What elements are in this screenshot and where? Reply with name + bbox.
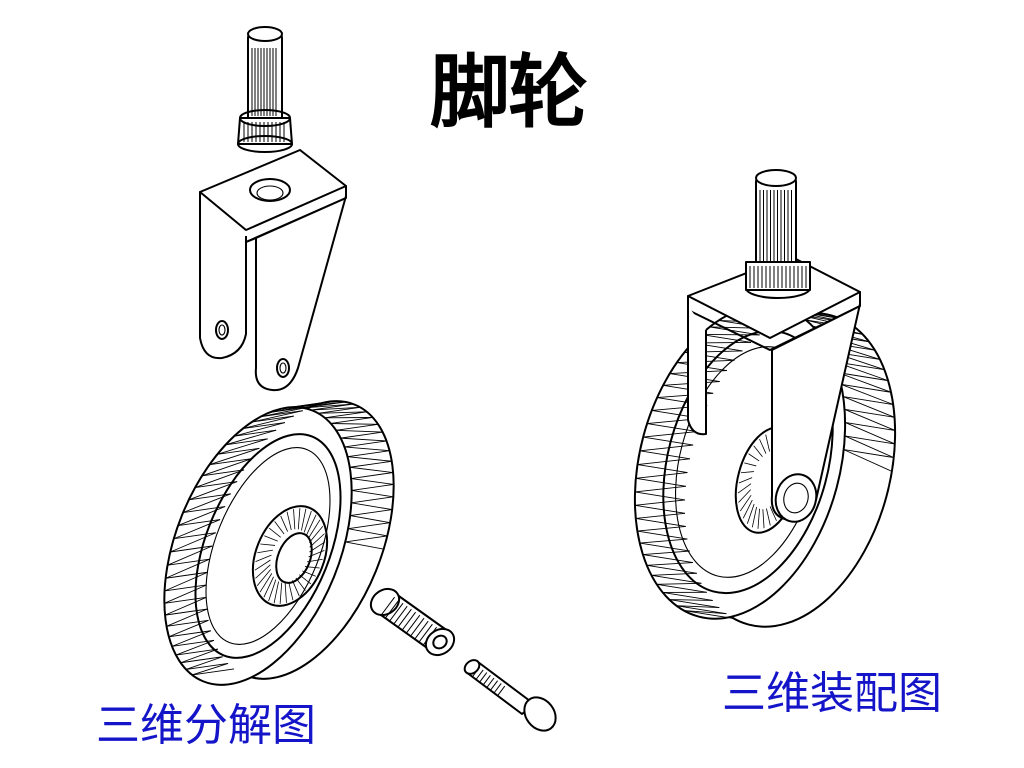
bushing-part [369,587,456,657]
page-title: 脚轮 [430,45,588,139]
assembled-view [633,169,897,628]
axle-bolt-part [463,659,557,732]
exploded-view-caption: 三维分解图 [96,700,316,751]
wheel-part [163,400,395,686]
fork-bracket [199,149,347,392]
knurled-stem-part [237,26,293,153]
assembly-view-caption: 三维装配图 [722,668,942,719]
exploded-view [163,26,557,732]
